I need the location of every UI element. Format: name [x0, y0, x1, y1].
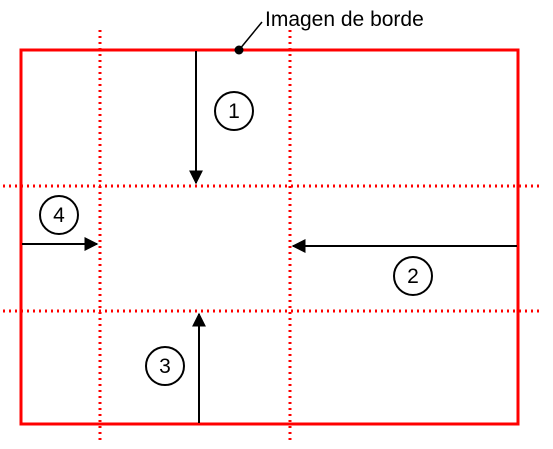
callout-leader-line — [238, 21, 263, 51]
step-2-circle — [393, 256, 433, 296]
step-4-circle — [39, 195, 79, 235]
border-image-outline — [19, 48, 520, 426]
step-2-number: 2 — [407, 265, 419, 288]
callout-label: Imagen de borde — [265, 8, 424, 31]
step-3-circle — [145, 346, 185, 386]
step-1-number: 1 — [228, 100, 240, 123]
step-1-circle — [214, 91, 254, 131]
step-3-number: 3 — [159, 355, 171, 378]
step-4-number: 4 — [53, 204, 65, 227]
